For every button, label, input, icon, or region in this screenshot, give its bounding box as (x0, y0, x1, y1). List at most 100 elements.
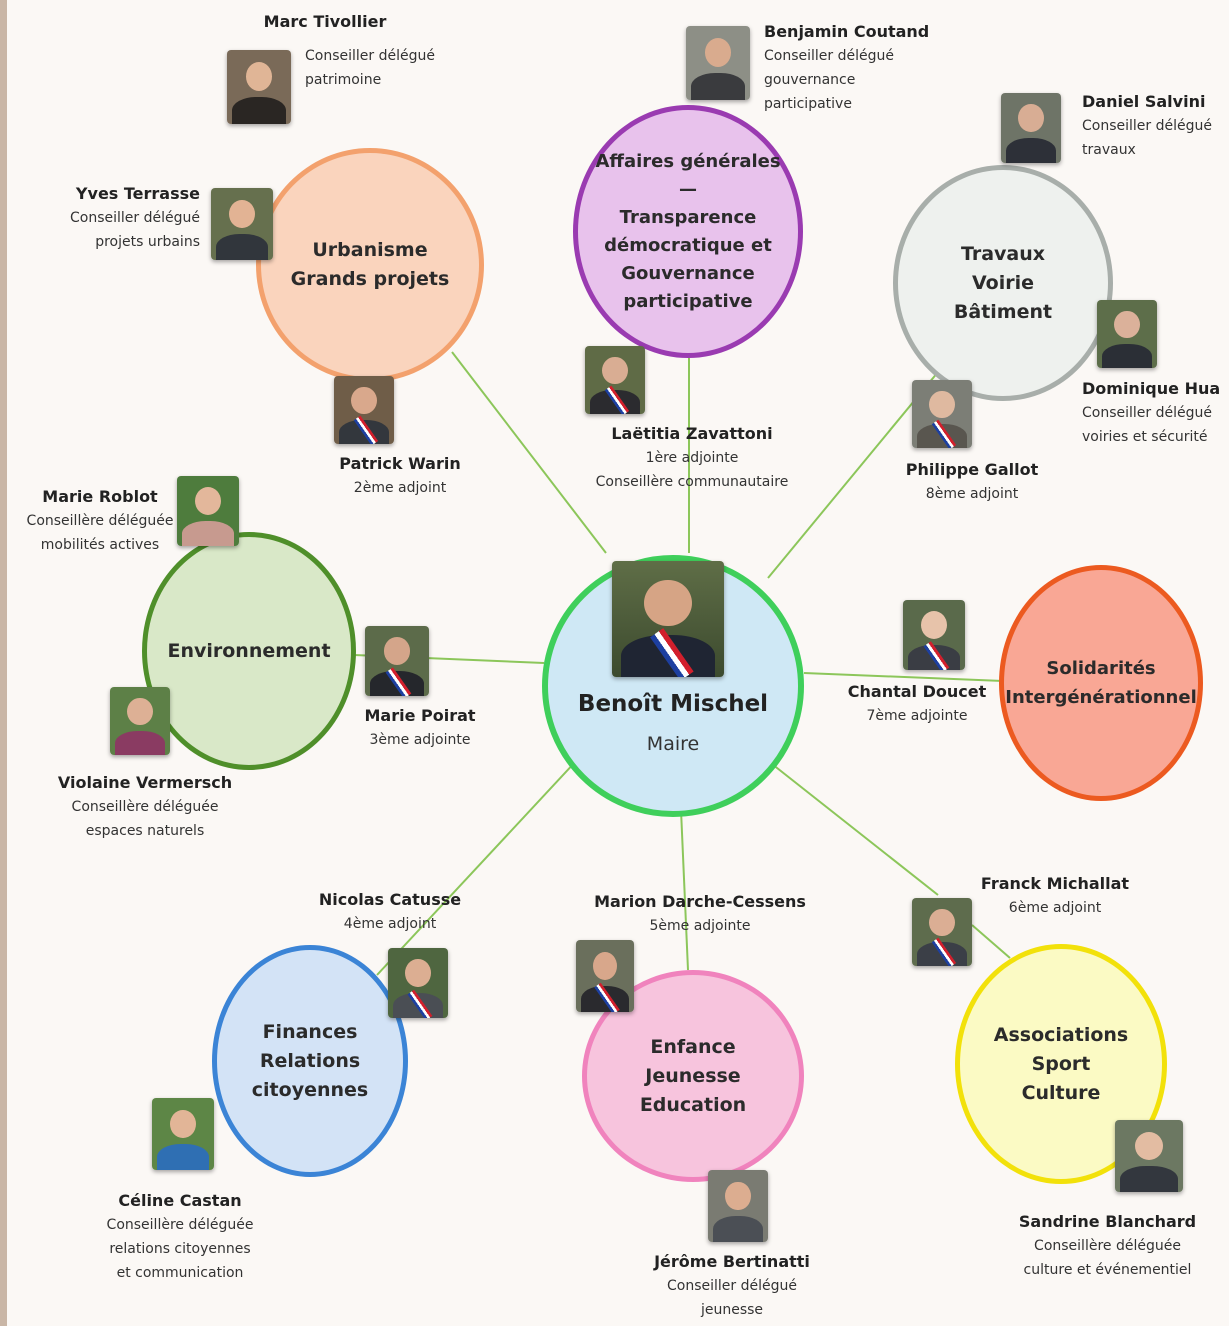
pole-travaux: Travaux Voirie Bâtiment (893, 165, 1113, 401)
photo-warin (334, 376, 394, 444)
photo-terrasse (211, 188, 273, 260)
link-finances (376, 759, 578, 976)
role-castan-l3: et communication (116, 1265, 244, 1281)
pole-travaux-label: Travaux Voirie Bâtiment (953, 242, 1053, 323)
role-poirat: 3ème adjointe (369, 732, 471, 748)
role-salvini-l1: Conseiller délégué (1082, 118, 1212, 134)
name-catusse: Nicolas Catusse (318, 890, 462, 909)
photo-hua (1097, 300, 1157, 368)
pole-urbanisme-label: Urbanisme Grands projets (290, 239, 450, 290)
role-coutand-l1: Conseiller délégué (764, 48, 894, 64)
label-terrasse: Yves Terrasse Conseiller délégué projets… (20, 182, 200, 254)
name-doucet: Chantal Doucet (847, 682, 987, 701)
role-blanchard-l2: culture et événementiel (1023, 1262, 1192, 1278)
pole-urbanisme: Urbanisme Grands projets (256, 148, 484, 382)
photo-poirat (365, 626, 429, 696)
label-zavattoni: Laëtitia Zavattoni 1ère adjointe Conseil… (572, 422, 812, 494)
pole-enfance: Enfance Jeunesse Education (582, 970, 804, 1182)
photo-tivollier (227, 50, 291, 124)
role-roblot-l1: Conseillère déléguée (26, 513, 174, 529)
photo-salvini (1001, 93, 1061, 163)
label-doucet: Chantal Doucet 7ème adjointe (832, 680, 1002, 728)
name-roblot: Marie Roblot (42, 487, 158, 506)
role-michallat: 6ème adjoint (1008, 900, 1102, 916)
role-vermersch-l1: Conseillère déléguée (71, 799, 219, 815)
name-terrasse: Yves Terrasse (75, 184, 200, 203)
role-blanchard-l1: Conseillère déléguée (1034, 1238, 1181, 1254)
role-zavattoni-l2: Conseillère communautaire (595, 474, 789, 490)
role-vermersch-l2: espaces naturels (85, 823, 205, 839)
role-castan-l2: relations citoyennes (109, 1241, 251, 1257)
photo-blanchard (1115, 1120, 1183, 1192)
photo-castan (152, 1098, 214, 1170)
name-bertinatti: Jérôme Bertinatti (654, 1252, 810, 1271)
name-gallot: Philippe Gallot (905, 460, 1039, 479)
label-salvini: Daniel Salvini Conseiller délégué travau… (1082, 90, 1229, 162)
pole-associations-label: Associations Sport Culture (993, 1023, 1129, 1104)
label-castan: Céline Castan Conseillère déléguée relat… (70, 1189, 290, 1285)
pole-environnement-label: Environnement (167, 639, 331, 662)
left-edge-bar (0, 0, 7, 1326)
mayor-circle: Benoît Mischel Maire (542, 555, 804, 817)
role-catusse: 4ème adjoint (343, 916, 437, 932)
role-roblot-l2: mobilités actives (40, 537, 160, 553)
link-associations (771, 763, 939, 896)
name-blanchard: Sandrine Blanchard (1018, 1212, 1197, 1231)
name-poirat: Marie Poirat (364, 706, 476, 725)
link-solidarites (803, 672, 1004, 682)
link-enfance (680, 809, 689, 971)
photo-bertinatti (708, 1170, 768, 1242)
label-poirat: Marie Poirat 3ème adjointe (330, 704, 510, 752)
role-darche: 5ème adjointe (649, 918, 751, 934)
photo-vermersch (110, 687, 170, 755)
label-michallat: Franck Michallat 6ème adjoint (960, 872, 1150, 920)
name-salvini: Daniel Salvini (1082, 92, 1206, 111)
pole-solidarites-label: Solidarités Intergénérationnel (1005, 658, 1197, 708)
pole-environnement: Environnement (142, 532, 356, 770)
role-salvini-l2: travaux (1082, 142, 1136, 158)
role-warin: 2ème adjoint (353, 480, 447, 496)
role-bertinatti-l2: jeunesse (700, 1302, 764, 1318)
name-hua: Dominique Hua (1082, 379, 1221, 398)
label-blanchard: Sandrine Blanchard Conseillère déléguée … (995, 1210, 1220, 1282)
label-hua: Dominique Hua Conseiller délégué voiries… (1082, 377, 1229, 449)
label-roblot: Marie Roblot Conseillère déléguée mobili… (5, 485, 195, 557)
mayor-photo (612, 561, 724, 677)
name-coutand: Benjamin Coutand (764, 22, 930, 41)
role-tivollier-l1: Conseiller délégué (305, 48, 435, 64)
role-terrasse-l2: projets urbains (95, 234, 200, 250)
label-warin: Patrick Warin 2ème adjoint (300, 452, 500, 500)
mayor-role: Maire (646, 733, 700, 755)
pole-affaires-label: Affaires générales — Transparence démocr… (595, 150, 781, 312)
photo-catusse (388, 948, 448, 1018)
photo-gallot (912, 380, 972, 448)
role-terrasse-l1: Conseiller délégué (70, 210, 200, 226)
pole-finances-label: Finances Relations citoyennes (251, 1020, 369, 1101)
label-coutand: Benjamin Coutand Conseiller délégué gouv… (764, 20, 964, 116)
name-castan: Céline Castan (118, 1191, 242, 1210)
role-doucet: 7ème adjointe (866, 708, 968, 724)
label-tivollier: Marc Tivollier (230, 10, 460, 34)
label-vermersch: Violaine Vermersch Conseillère déléguée … (40, 771, 250, 843)
mayor-name: Benoît Mischel (577, 691, 769, 717)
role-tivollier-l2: patrimoine (305, 72, 382, 88)
role-gallot: 8ème adjoint (925, 486, 1019, 502)
photo-doucet (903, 600, 965, 670)
label-gallot: Philippe Gallot 8ème adjoint (872, 458, 1072, 506)
role-hua-l2: voiries et sécurité (1082, 429, 1208, 445)
role-tivollier: Conseiller délégué patrimoine (305, 44, 475, 92)
label-bertinatti: Jérôme Bertinatti Conseiller délégué jeu… (630, 1250, 834, 1322)
label-catusse: Nicolas Catusse 4ème adjoint (290, 888, 490, 936)
pole-solidarites: Solidarités Intergénérationnel (999, 565, 1203, 801)
role-coutand-l3: participative (764, 96, 852, 112)
role-coutand-l2: gouvernance (764, 72, 856, 88)
role-zavattoni-l1: 1ère adjointe (645, 450, 739, 466)
role-castan-l1: Conseillère déléguée (106, 1217, 254, 1233)
name-vermersch: Violaine Vermersch (57, 773, 233, 792)
photo-coutand (686, 26, 750, 100)
name-michallat: Franck Michallat (980, 874, 1130, 893)
photo-zavattoni (585, 346, 645, 414)
name-warin: Patrick Warin (339, 454, 461, 473)
label-darche: Marion Darche-Cessens 5ème adjointe (570, 890, 830, 938)
